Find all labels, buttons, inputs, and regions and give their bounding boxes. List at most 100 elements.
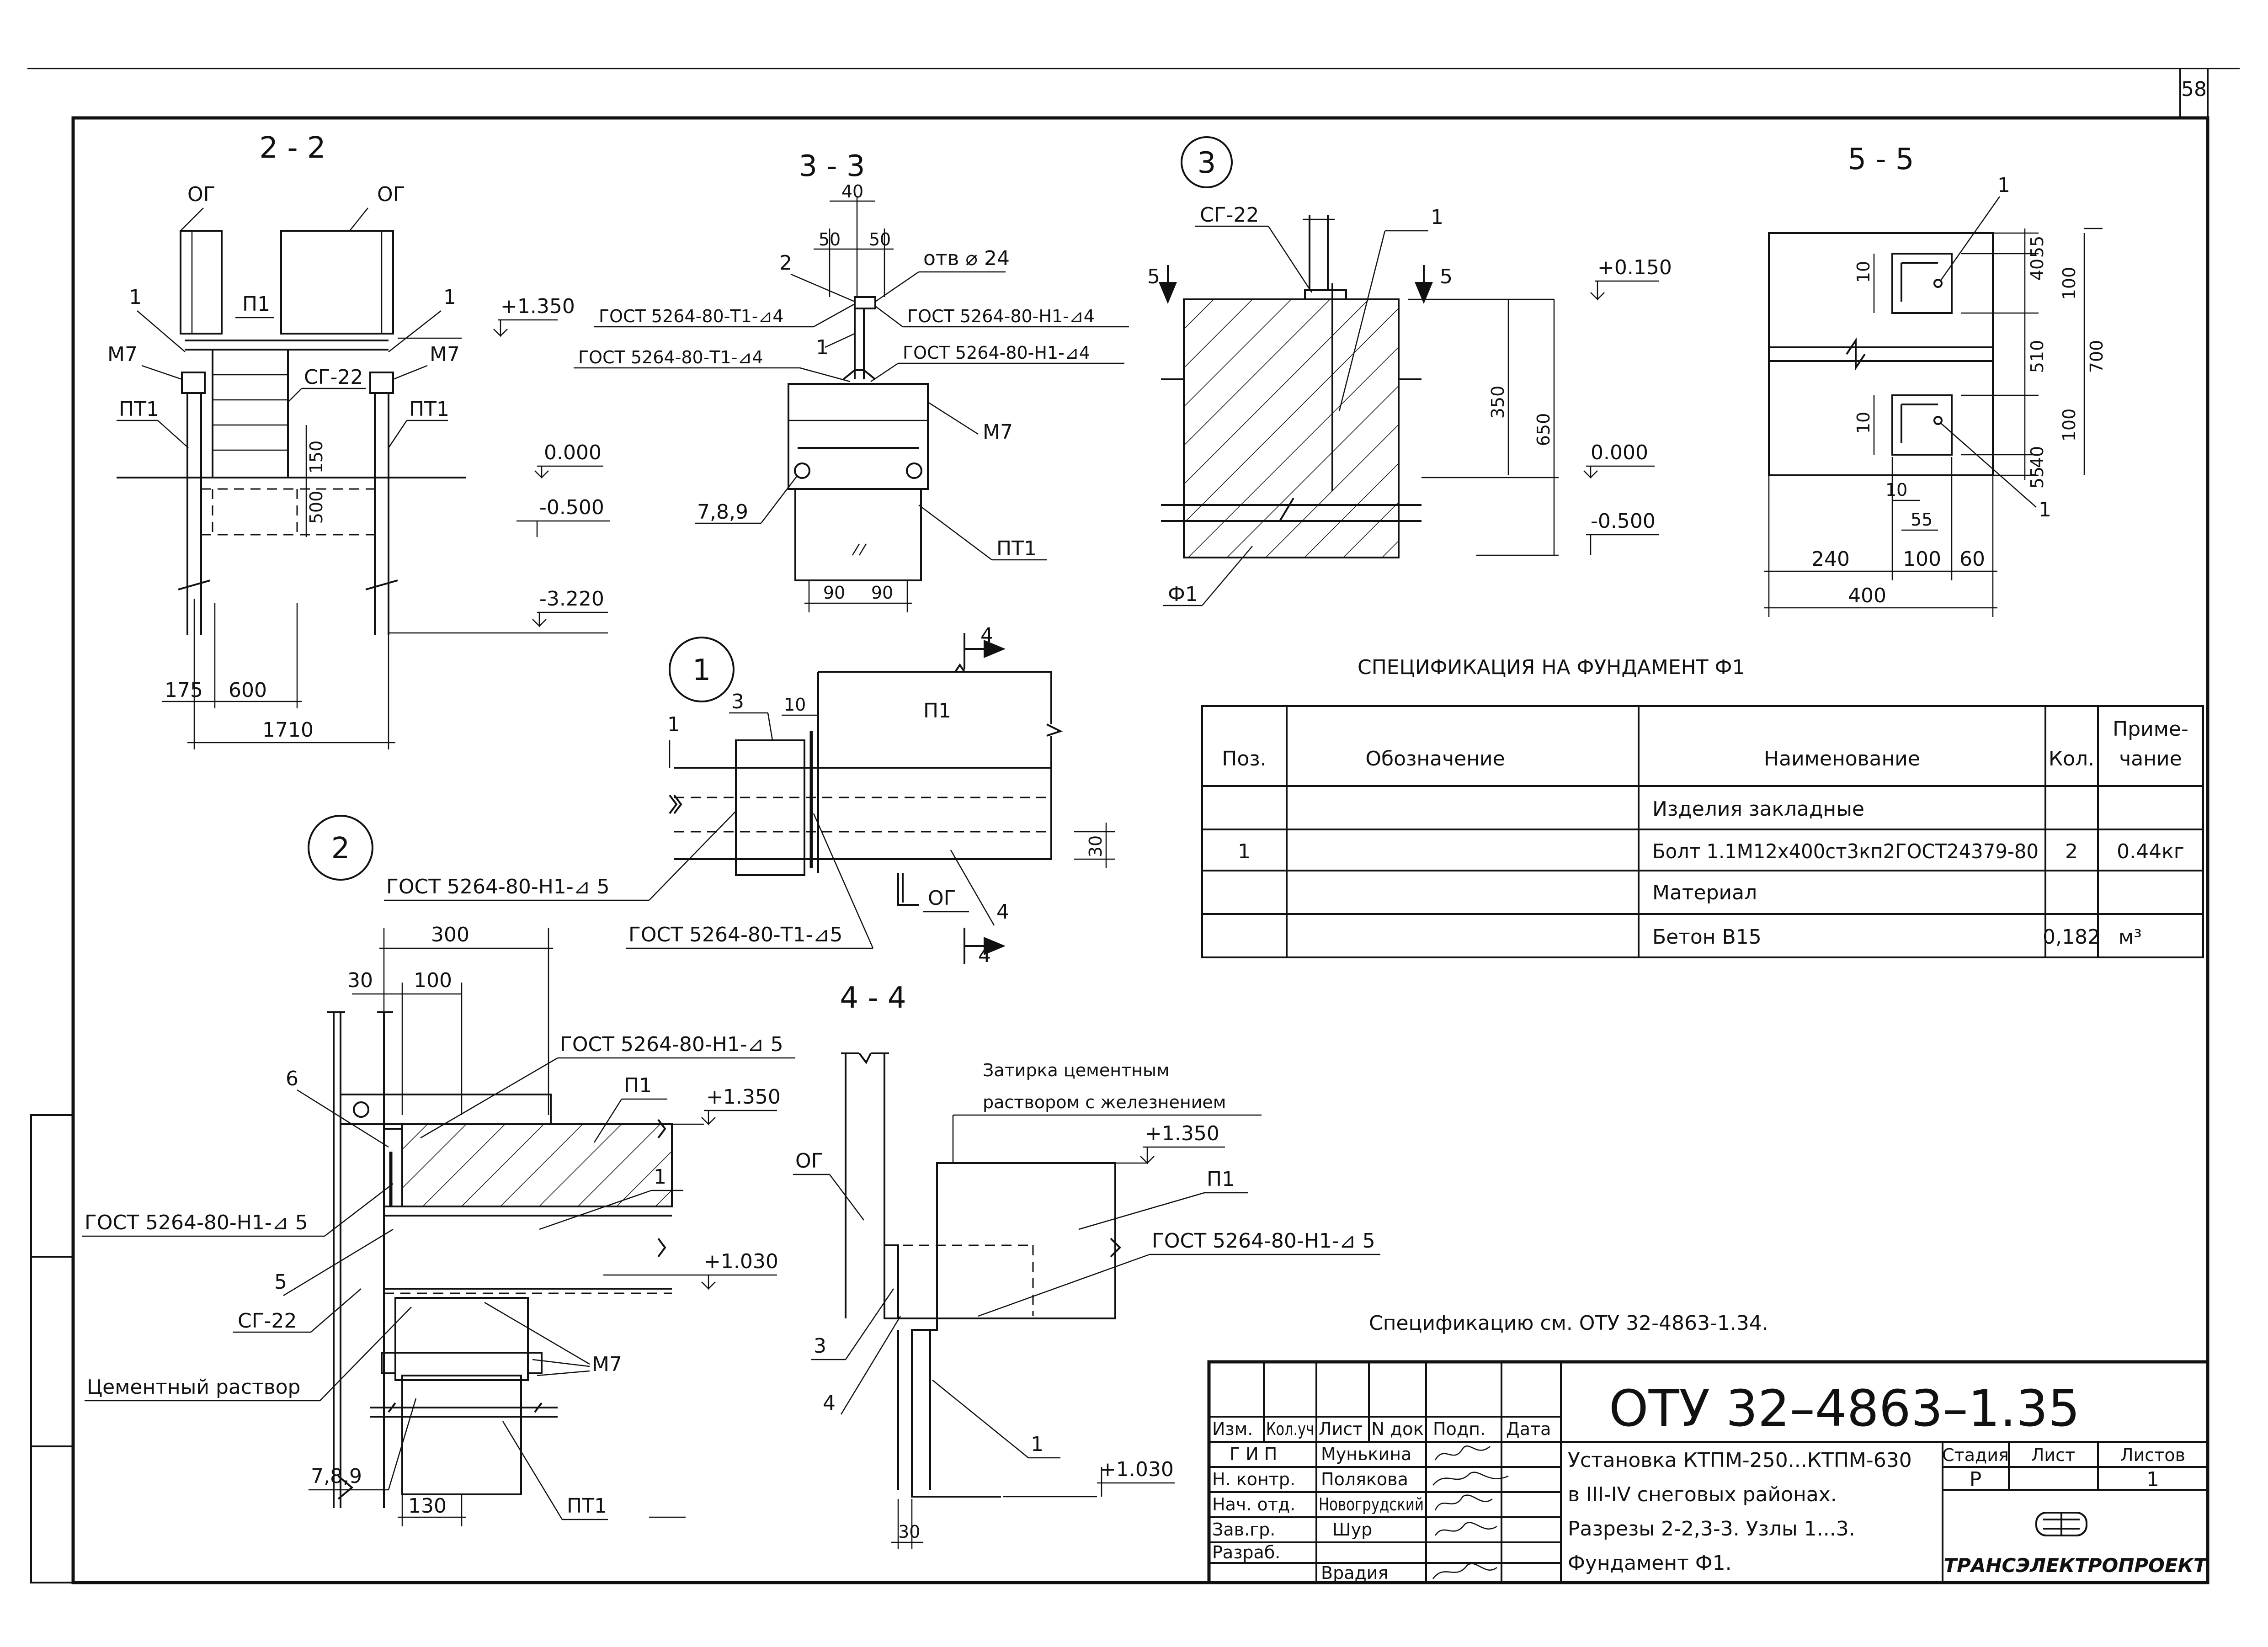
dim-30: 30	[1086, 835, 1106, 857]
label-f1: Ф1	[1168, 583, 1198, 606]
elev-plus-1350: +1.350	[1145, 1122, 1219, 1145]
weld-h1-b: ГОСТ 5264-80-Н1-⊿4	[903, 343, 1090, 363]
label-1-top: 1	[1997, 174, 2010, 197]
row-4-note: м³	[2119, 925, 2142, 949]
row-1-name: Изделия закладные	[1652, 797, 1864, 821]
elev-plus-0150: +0.150	[1597, 256, 1672, 279]
label-pt1-left: ПТ1	[119, 398, 159, 421]
signature-nkontr	[1432, 1472, 1509, 1486]
name-gip: Мунькина	[1321, 1444, 1411, 1464]
cut-4-bottom: 4	[978, 944, 991, 967]
head-list: Лист	[1319, 1419, 1363, 1439]
label-1-right: 1	[443, 286, 456, 309]
dim-10-mid: 10	[1853, 412, 1874, 434]
role-nkontr: Н. контр.	[1212, 1469, 1295, 1489]
label-1: 1	[816, 336, 829, 359]
label-og-right: ОГ	[377, 183, 405, 206]
elev-plus-1030: +1.030	[704, 1250, 778, 1273]
role-razrab: Разраб.	[1212, 1542, 1280, 1562]
org-name: ТРАНСЭЛЕКТРОПРОЕКТ	[1943, 1554, 2208, 1577]
section-2-2: 2 - 2 ОГ ОГ П1 1 1 М7	[107, 131, 610, 749]
note-line-1: Затирка цементным	[983, 1060, 1170, 1080]
label-pt1: ПТ1	[567, 1494, 607, 1518]
dim-350: 350	[1488, 386, 1508, 419]
org-logo-icon	[2035, 1512, 2087, 1536]
note-line-2: раствором с железнением	[983, 1092, 1226, 1112]
head-sheets: Листов	[2120, 1445, 2185, 1465]
dim-40-bottom: 40	[2027, 446, 2047, 468]
cut-5-right: 5	[1440, 265, 1453, 288]
role-gip: Г И П	[1230, 1444, 1277, 1464]
label-5: 5	[274, 1270, 287, 1294]
desc-line-3: Разрезы 2-2,3-3. Узлы 1...3.	[1568, 1517, 1855, 1541]
weld-h1-a: ГОСТ 5264-80-Н1-⊿ 5	[560, 1033, 783, 1056]
node-3: 3 СГ-22 1 5 5 +0.150 350 650 0.000	[1147, 136, 1672, 606]
dim-40-top: 40	[2027, 259, 2047, 281]
section-4-4: 4 - 4 Затирка цементным раствором с желе…	[793, 981, 1380, 1549]
section-title: 5 - 5	[1847, 143, 1914, 176]
label-og: ОГ	[795, 1149, 823, 1173]
signature-razrab	[1432, 1563, 1497, 1579]
weld-h1: ГОСТ 5264-80-Н1-⊿ 5	[386, 875, 610, 898]
label-3: 3	[814, 1334, 826, 1358]
desc-line-1: Установка КТПМ-250...КТПМ-630	[1568, 1449, 1912, 1472]
col-name: Наименование	[1764, 747, 1920, 770]
dim-55-bottom-h: 55	[1911, 510, 1933, 530]
value-sheets: 1	[2146, 1468, 2159, 1491]
head-sheet: Лист	[2031, 1445, 2075, 1465]
label-7-8-9: 7,8,9	[697, 500, 748, 524]
label-cement: Цементный раствор	[87, 1376, 300, 1399]
label-1-left: 1	[129, 286, 142, 309]
dim-100-h: 100	[1903, 547, 1941, 571]
spec-title: СПЕЦИФИКАЦИЯ НА ФУНДАМЕНТ Ф1	[1358, 656, 1745, 679]
label-m7: М7	[592, 1353, 622, 1376]
value-stage: Р	[1970, 1468, 1982, 1491]
dim-175: 175	[165, 679, 203, 702]
col-pos: Поз.	[1222, 747, 1266, 770]
label-sg22: СГ-22	[238, 1309, 297, 1333]
head-ndok: N док	[1371, 1419, 1424, 1439]
node-number: 3	[1198, 146, 1216, 180]
name-nkontr: Полякова	[1321, 1469, 1408, 1489]
col-qty: Кол.	[2049, 747, 2094, 770]
head-izm: Изм.	[1212, 1419, 1253, 1439]
spec-table: СПЕЦИФИКАЦИЯ НА ФУНДАМЕНТ Ф1 Поз. Обозна…	[1201, 656, 2204, 958]
desc-line-4: Фундамент Ф1.	[1568, 1551, 1732, 1575]
dim-100-bottom: 100	[2059, 409, 2079, 442]
row-2-note: 0.44кг	[2117, 840, 2184, 863]
label-p1: П1	[923, 699, 951, 723]
label-sg22: СГ-22	[1200, 203, 1259, 227]
node-number: 2	[331, 832, 350, 866]
dim-55-bottom: 55	[2027, 467, 2047, 489]
elev-0000: 0.000	[544, 441, 602, 464]
name-zavgr: Шур	[1332, 1519, 1372, 1540]
name-nachotd: Новогрудский	[1319, 1494, 1424, 1514]
label-m7-left: М7	[107, 343, 138, 366]
elev-minus-0500: -0.500	[539, 496, 604, 519]
head-stage: Стадия	[1942, 1445, 2009, 1465]
label-4: 4	[823, 1392, 836, 1415]
weld-t1: ГОСТ 5264-80-Т1-⊿5	[628, 923, 842, 946]
col-note-1: Приме-	[2113, 717, 2188, 741]
dim-10-top: 10	[1853, 261, 1874, 283]
dim-400: 400	[1848, 584, 1886, 607]
label-6: 6	[286, 1067, 298, 1090]
dim-55-top: 55	[2027, 236, 2047, 258]
dim-90-left: 90	[823, 583, 845, 603]
dim-1710: 1710	[262, 718, 314, 742]
label-7-8-9: 7,8,9	[311, 1465, 362, 1488]
desc-line-2: в III-IV снеговых районах.	[1568, 1483, 1837, 1506]
signature-nachotd	[1434, 1494, 1493, 1511]
dim-100: 100	[414, 969, 452, 992]
document-code: ОТУ 32–4863–1.35	[1609, 1379, 2080, 1438]
cut-5-left: 5	[1147, 265, 1160, 288]
node-number: 1	[692, 653, 711, 687]
weld-h1-b: ГОСТ 5264-80-Н1-⊿ 5	[85, 1211, 308, 1234]
label-p1: П1	[624, 1074, 652, 1097]
row-2-name: Болт 1.1М12х400ст3кп2ГОСТ24379-80	[1652, 840, 2039, 863]
label-1-bottom: 1	[2039, 498, 2051, 521]
hole-label: отв ⌀ 24	[923, 247, 1010, 270]
label-m7-right: М7	[430, 343, 460, 366]
dim-90-right: 90	[871, 583, 893, 603]
name-razrab: Врадия	[1321, 1563, 1388, 1583]
